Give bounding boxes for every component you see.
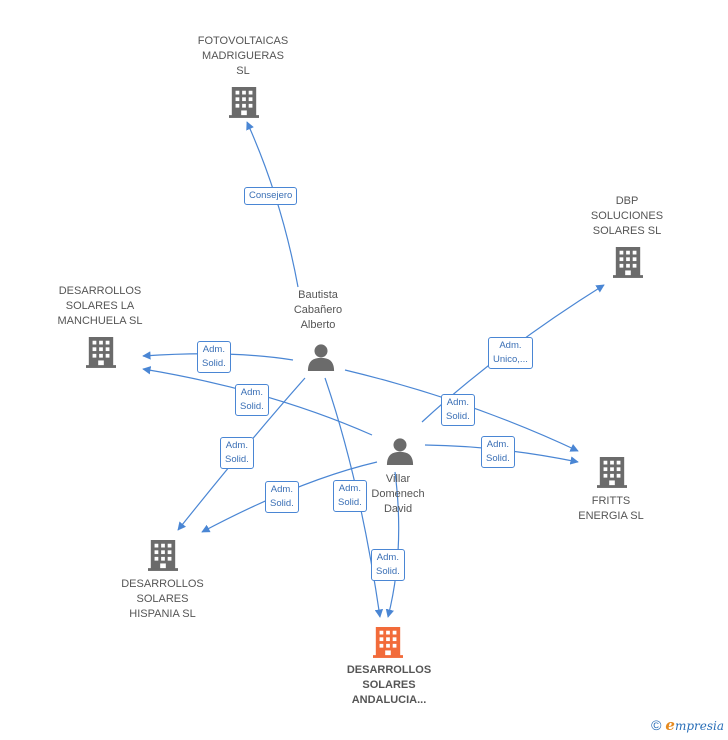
edge-label-adm-solid-2[interactable]: Adm. Solid. xyxy=(235,384,269,416)
edge-label-adm-unico[interactable]: Adm. Unico,... xyxy=(488,337,533,369)
edge-label-adm-solid-6[interactable]: Adm. Solid. xyxy=(371,549,405,581)
copyright-symbol: © xyxy=(651,717,662,733)
node-label-manchuela[interactable]: DESARROLLOS SOLARES LA MANCHUELA SL xyxy=(57,285,143,327)
building-icon-fritts xyxy=(597,457,627,488)
edge-label-adm-solid-1[interactable]: Adm. Solid. xyxy=(197,341,231,373)
node-label-hispania[interactable]: DESARROLLOS SOLARES HISPANIA SL xyxy=(121,578,204,620)
edge-label-consejero[interactable]: Consejero xyxy=(244,187,298,205)
building-icon-dbp xyxy=(613,247,643,278)
node-label-bautista[interactable]: Bautista Cabañero Alberto xyxy=(293,289,343,331)
building-icon-fotovoltaicas xyxy=(229,87,259,118)
building-icon-manchuela xyxy=(86,337,116,368)
edge-label-adm-solid-3[interactable]: Adm. Solid. xyxy=(220,437,254,469)
edge-label-adm-solid-7[interactable]: Adm. Solid. xyxy=(441,394,475,426)
node-label-dbp[interactable]: DBP SOLUCIONES SOLARES SL xyxy=(590,195,664,237)
node-label-fotovoltaicas[interactable]: FOTOVOLTAICAS MADRIGUERAS SL xyxy=(197,35,289,77)
node-label-fritts[interactable]: FRITTS ENERGIA SL xyxy=(578,495,644,522)
empresia-logo: empresia xyxy=(665,716,724,734)
building-icon-hispania xyxy=(148,540,178,571)
edge-label-adm-solid-4[interactable]: Adm. Solid. xyxy=(265,481,299,513)
edge-label-adm-solid-5[interactable]: Adm. Solid. xyxy=(333,480,367,512)
edge-villar-andalucia xyxy=(385,471,400,618)
person-icon-bautista xyxy=(307,344,335,371)
edge-label-adm-solid-8[interactable]: Adm. Solid. xyxy=(481,436,515,468)
building-icon-andalucia xyxy=(373,627,403,658)
node-label-andalucia[interactable]: DESARROLLOS SOLARES ANDALUCIA... xyxy=(346,664,432,706)
brand-footer[interactable]: © empresia xyxy=(651,716,724,734)
person-icon-villar xyxy=(386,438,414,465)
node-label-villar[interactable]: Villar Domenech David xyxy=(371,473,425,515)
